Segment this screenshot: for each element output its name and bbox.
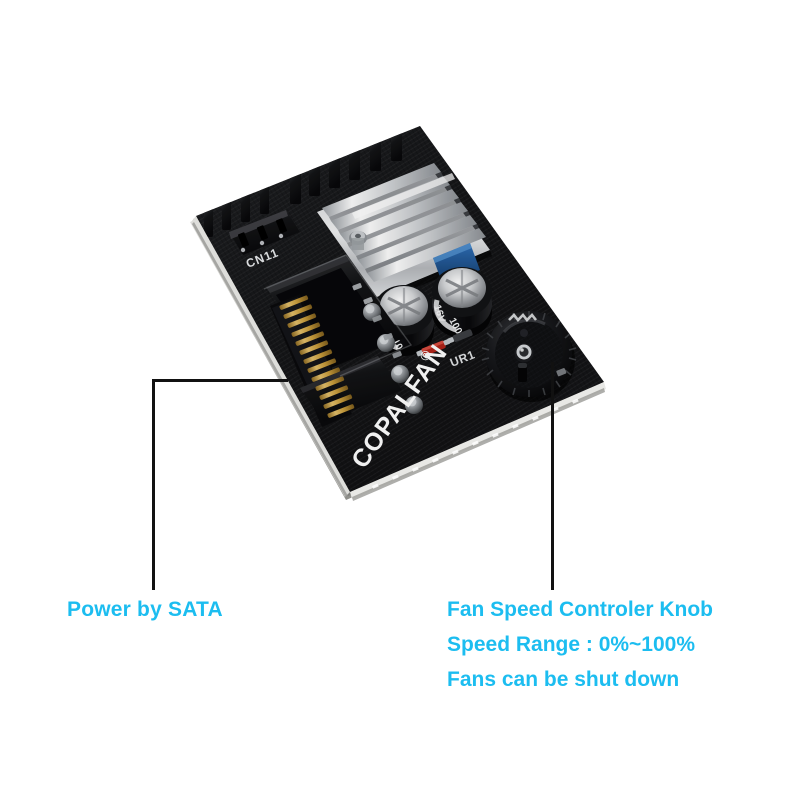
smd-pads <box>352 282 402 359</box>
sata-gold-pins <box>279 295 355 418</box>
silkscreen-mark-above-knob <box>508 313 538 322</box>
left-callout-leader-horizontal <box>152 379 288 382</box>
pcb-left-edge-highlight <box>191 216 350 498</box>
axial-component <box>447 329 473 344</box>
callout-label-power-by-sata: Power by SATA <box>67 598 223 621</box>
right-callout-leader-vertical <box>551 362 554 590</box>
sata-power-connector[interactable] <box>266 255 404 427</box>
pcb-bottom-edge-highlight <box>350 382 606 501</box>
callout-block-fan-speed-knob: Fan Speed Controler Knob Speed Range : 0… <box>447 592 713 697</box>
fan-speed-knob[interactable] <box>481 311 577 402</box>
red-diode <box>416 339 451 357</box>
electrolytic-capacitor-2: 16V 100 <box>431 267 492 338</box>
callout-line-shut-down: Fans can be shut down <box>447 668 680 691</box>
heatsink <box>317 163 492 303</box>
callout-line-speed-range: Speed Range : 0%~100% <box>447 633 696 656</box>
fan-header-row <box>204 131 402 237</box>
left-callout-leader-vertical <box>152 379 155 590</box>
svg-text:16V: 16V <box>431 304 447 325</box>
callout-line-knob: Fan Speed Controler Knob <box>447 598 714 621</box>
solder-pad-column <box>363 303 423 414</box>
heatsink-screw <box>349 230 367 250</box>
